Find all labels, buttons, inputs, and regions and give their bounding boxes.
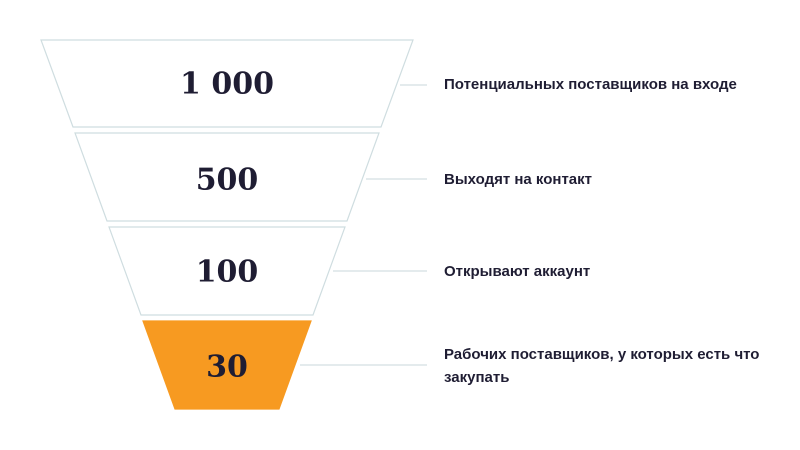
funnel-stage-1000: 1 000 <box>40 39 427 128</box>
stage-label-100: Открывают аккаунт <box>444 263 591 280</box>
funnel-stage-shape <box>40 39 414 128</box>
stage-value: 30 <box>206 350 248 385</box>
stage-label-1000: Потенциальных поставщиков на входе <box>444 76 737 93</box>
stage-value: 500 <box>196 163 259 198</box>
funnel-stage-500: 500 <box>74 132 427 222</box>
funnel-stage-shape <box>142 320 312 410</box>
stage-value: 1 000 <box>180 67 274 102</box>
stage-label-500: Выходят на контакт <box>444 171 593 188</box>
funnel-stage-shape <box>108 226 346 316</box>
funnel-stage-30: 30 <box>142 320 427 410</box>
funnel-stage-100: 100 <box>108 226 427 316</box>
stage-value: 100 <box>196 255 259 290</box>
stage-label-30: Рабочих поставщиков, у которых есть что … <box>444 346 760 386</box>
funnel-stage-shape <box>74 132 380 222</box>
